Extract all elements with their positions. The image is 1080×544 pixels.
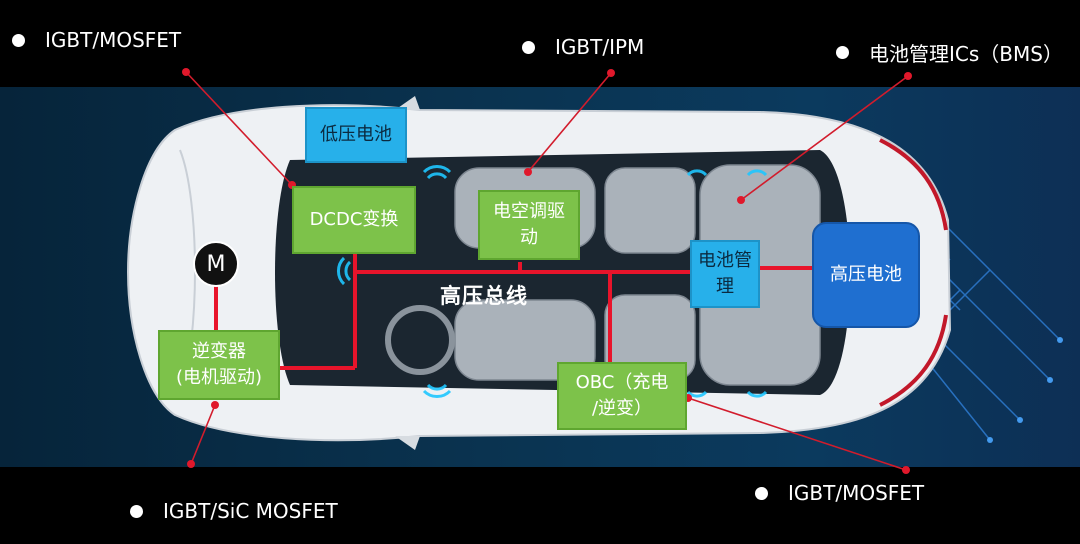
callout-igbt-mosfet-rear: IGBT/MOSFET bbox=[755, 481, 924, 505]
callout-label: IGBT/SiC MOSFET bbox=[163, 499, 338, 523]
obc-box: OBC（充电 /逆变） bbox=[557, 362, 687, 430]
callout-label: IGBT/MOSFET bbox=[788, 481, 925, 505]
high-voltage-bus-label: 高压总线 bbox=[440, 284, 528, 308]
bullet-dot bbox=[12, 33, 25, 47]
high-voltage-battery-box: 高压电池 bbox=[812, 222, 920, 328]
callout-label: 电池管理ICs（BMS） bbox=[869, 42, 1063, 66]
callout-bms-ics: 电池管理ICs（BMS） bbox=[836, 38, 1063, 67]
bullet-dot bbox=[522, 40, 535, 54]
dcdc-converter-box: DCDC变换 bbox=[292, 186, 416, 254]
callout-igbt-sic-mosfet: IGBT/SiC MOSFET bbox=[130, 499, 338, 523]
motor-icon: M bbox=[193, 241, 239, 287]
bullet-dot bbox=[755, 486, 768, 500]
inverter-box: 逆变器 (电机驱动) bbox=[158, 330, 280, 400]
callout-igbt-mosfet-front: IGBT/MOSFET bbox=[12, 28, 181, 52]
callout-label: IGBT/IPM bbox=[555, 35, 645, 59]
bullet-dot bbox=[130, 504, 143, 518]
callout-label: IGBT/MOSFET bbox=[45, 28, 182, 52]
bullet-dot bbox=[836, 46, 849, 59]
ac-drive-box: 电空调驱动 bbox=[478, 190, 580, 260]
callout-igbt-ipm: IGBT/IPM bbox=[522, 35, 644, 59]
battery-management-box: 电池管理 bbox=[690, 240, 760, 308]
low-voltage-battery-box: 低压电池 bbox=[305, 107, 407, 163]
